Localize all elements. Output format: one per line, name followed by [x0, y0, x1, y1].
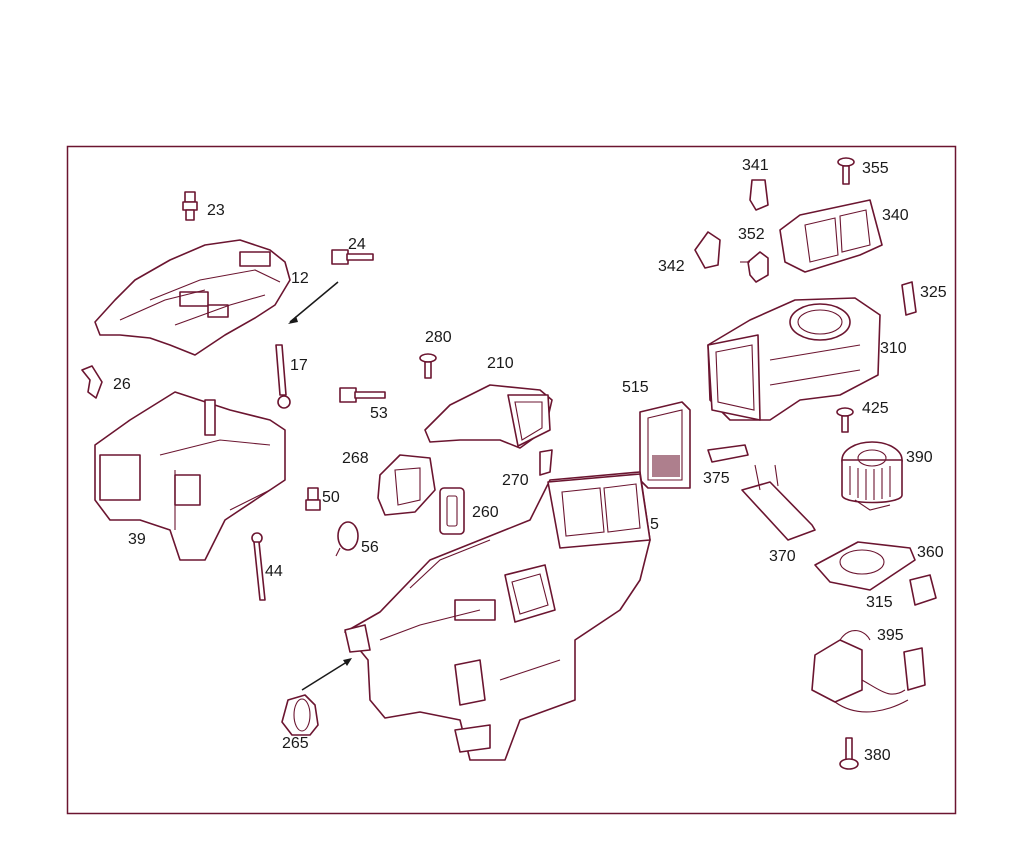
callout-280: 280 — [425, 329, 452, 346]
part-390-blower-motor — [841, 441, 903, 511]
part-260-seal — [439, 487, 465, 535]
callout-390: 390 — [906, 449, 933, 466]
part-5-main-housing — [344, 471, 651, 761]
callout-270: 270 — [502, 472, 529, 489]
part-375-bracket — [707, 444, 749, 463]
callout-515: 515 — [622, 379, 649, 396]
part-355-screw — [837, 157, 855, 185]
callout-395: 395 — [877, 627, 904, 644]
part-26-bracket — [81, 365, 103, 399]
part-210-air-duct — [424, 384, 553, 449]
callout-315: 315 — [866, 594, 893, 611]
callout-265: 265 — [282, 735, 309, 752]
part-39-lower-housing — [94, 391, 286, 561]
part-17-linkage-rod — [275, 344, 291, 409]
callout-268: 268 — [342, 450, 369, 467]
part-315-connector — [909, 574, 937, 606]
part-425-screw — [836, 407, 854, 433]
arrow-head-12 — [288, 316, 298, 324]
part-342-bracket — [694, 231, 721, 269]
callout-360: 360 — [917, 544, 944, 561]
part-310-blower-housing — [707, 297, 881, 421]
callout-26: 26 — [113, 376, 131, 393]
callout-341: 341 — [742, 157, 769, 174]
callout-310: 310 — [880, 340, 907, 357]
part-53-actuator — [339, 387, 386, 403]
arrow-to-5 — [301, 659, 351, 691]
part-280-screw — [419, 353, 437, 379]
diagram-frame — [66, 145, 957, 815]
callout-375: 375 — [703, 470, 730, 487]
part-352-clip — [740, 251, 769, 283]
part-341-clip — [749, 179, 769, 211]
callout-50: 50 — [322, 489, 340, 506]
callout-342: 342 — [658, 258, 685, 275]
callout-24: 24 — [348, 236, 366, 253]
part-23-sensor — [182, 191, 198, 221]
part-265-bushing — [281, 694, 319, 736]
part-44-linkage-rod — [251, 532, 266, 601]
callout-325: 325 — [920, 284, 947, 301]
callout-53: 53 — [370, 405, 388, 422]
part-268-duct-ring — [377, 454, 436, 516]
callout-380: 380 — [864, 747, 891, 764]
arrow-to-12 — [289, 281, 339, 323]
callout-425: 425 — [862, 400, 889, 417]
callout-352: 352 — [738, 226, 765, 243]
callout-56: 56 — [361, 539, 379, 556]
part-395-wiring-harness — [811, 630, 926, 713]
part-12-upper-housing — [94, 239, 291, 356]
callout-39: 39 — [128, 531, 146, 548]
part-340-cover — [779, 199, 883, 273]
callout-44: 44 — [265, 563, 283, 580]
part-24-actuator — [331, 249, 374, 265]
callout-260: 260 — [472, 504, 499, 521]
part-380-screw — [839, 737, 859, 770]
callout-12: 12 — [291, 270, 309, 287]
part-515-filter — [639, 401, 691, 489]
callout-5: 5 — [650, 516, 659, 533]
part-270-clip — [539, 449, 553, 476]
part-370-mounting-rail — [741, 464, 816, 541]
callout-340: 340 — [882, 207, 909, 224]
part-56-flap — [335, 521, 359, 557]
arrow-head-5 — [343, 658, 352, 666]
callout-17: 17 — [290, 357, 308, 374]
callout-210: 210 — [487, 355, 514, 372]
part-325-clip — [901, 281, 917, 316]
part-50-sensor — [305, 487, 321, 511]
callout-355: 355 — [862, 160, 889, 177]
callout-370: 370 — [769, 548, 796, 565]
callout-23: 23 — [207, 202, 225, 219]
part-360-cover-plate — [814, 541, 916, 591]
